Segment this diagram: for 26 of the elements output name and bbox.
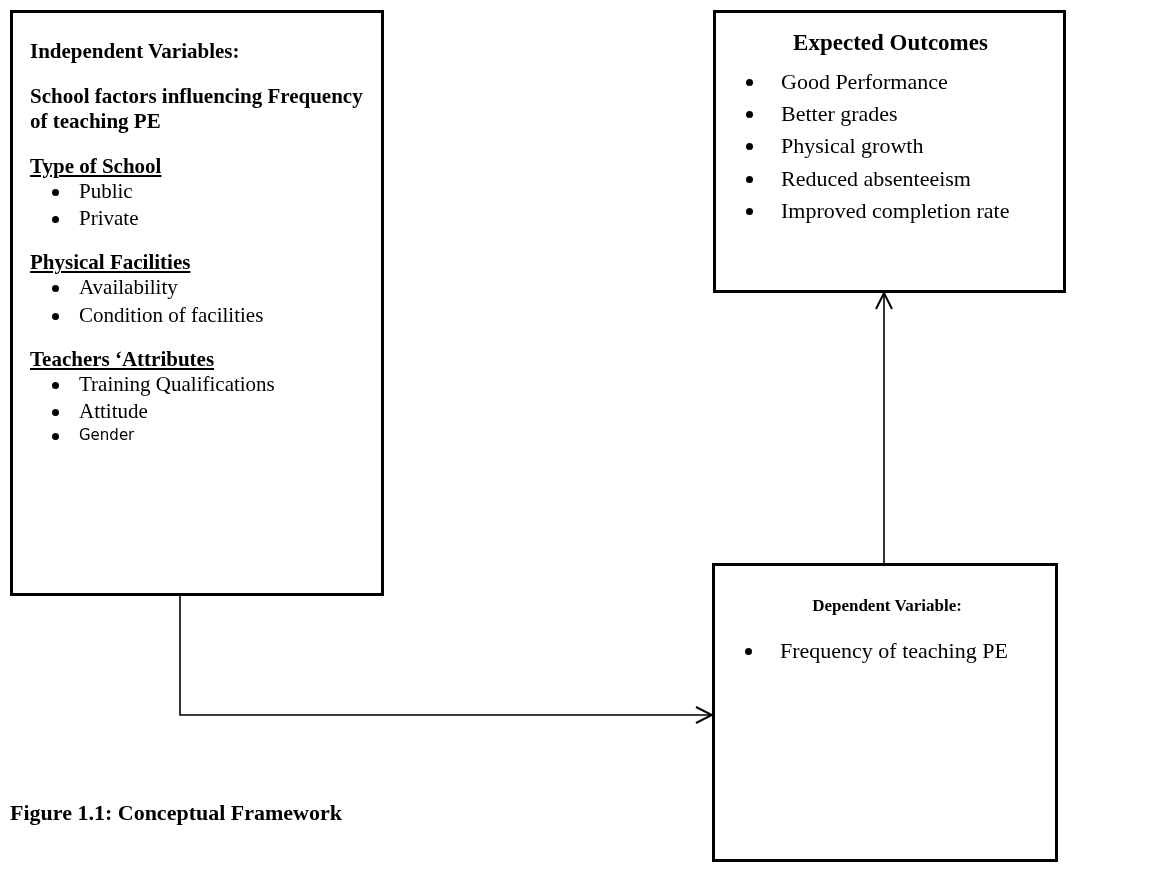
bullet-text: Private xyxy=(79,206,139,232)
bullet-text: Attitude xyxy=(79,399,148,425)
bullet-text: Good Performance xyxy=(781,68,948,95)
bullet-text: Condition of facilities xyxy=(79,302,264,328)
text-box xyxy=(713,10,1066,293)
text-box xyxy=(712,563,1058,862)
heading: Independent Variables: xyxy=(30,39,241,65)
bullet-text: Physical growth xyxy=(781,133,924,160)
caption: Figure 1.1: Conceptual Framework xyxy=(10,800,342,826)
bullet-text: Frequency of teaching PE xyxy=(780,638,1008,665)
arrow xyxy=(875,292,893,564)
bullet-text: Training Qualifications xyxy=(79,372,275,398)
bullet-text: Reduced absenteeism xyxy=(781,165,971,193)
bullet-text: Better grades xyxy=(781,101,898,128)
section-heading: Type of School xyxy=(30,152,163,179)
section-heading: Physical Facilities xyxy=(30,249,192,276)
bullet-text: Availability xyxy=(79,275,178,301)
bullet-text: Gender xyxy=(79,426,135,445)
bullet-text: Public xyxy=(79,178,133,204)
arrow xyxy=(179,595,713,724)
bullet-text: Improved completion rate xyxy=(781,198,1010,225)
heading: School factors influencing Frequency of teaching PE xyxy=(30,84,364,135)
text-box xyxy=(10,10,384,596)
heading: Expected Outcomes xyxy=(792,29,989,57)
heading: Dependent Variable: xyxy=(811,596,963,617)
section-heading: Teachers ‘Attributes xyxy=(30,345,216,373)
